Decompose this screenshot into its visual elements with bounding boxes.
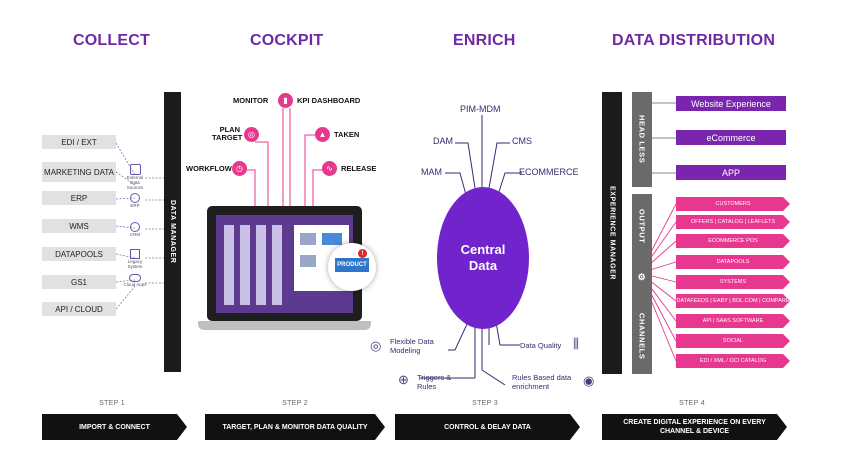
target-icon: ◎: [244, 127, 259, 142]
label-triggers: Triggers & Rules: [417, 373, 452, 391]
label-taken: TAKEN: [334, 130, 360, 139]
heading-enrich: ENRICH: [453, 32, 516, 49]
source-datapools: DATAPOOLS: [42, 247, 116, 261]
step-3-arrow: CONTROL & DELAY DATA: [395, 414, 580, 440]
label-rules-based: Rules Based data enrichment: [512, 373, 572, 391]
icon-caption: Legacy System: [127, 259, 143, 269]
head-less-label: HEAD LESS: [637, 115, 647, 164]
channel-offers: OFFERS | CATALOG | LEAFLETS: [676, 215, 790, 229]
step-1-arrow: IMPORT & CONNECT: [42, 414, 187, 440]
icon-crm: CRM: [122, 222, 148, 237]
label-mam: MAM: [421, 167, 442, 177]
step-3-label: STEP 3: [472, 400, 498, 407]
label-plan-target: PLAN TARGET: [212, 125, 243, 142]
icon-erp: ERP: [122, 193, 148, 208]
label-ecommerce: ECOMMERCE: [519, 167, 579, 177]
label-cms: CMS: [512, 136, 532, 146]
source-erp: ERP: [42, 191, 116, 205]
clock-icon: ◷: [232, 161, 247, 176]
gear-icon: [130, 193, 140, 203]
icon-caption: CRM: [129, 232, 141, 237]
central-data-label: Central Data: [460, 242, 506, 273]
server-icon: [130, 249, 140, 259]
folder-icon: [300, 233, 316, 245]
source-edi: EDI / EXT: [42, 135, 116, 149]
label-release: RELEASE: [341, 164, 377, 173]
candlestick-icon: ⫼: [573, 336, 579, 351]
headless-website: Website Experience: [676, 96, 786, 111]
network-icon: [130, 222, 140, 232]
icon-external-sources: External Data Sources: [122, 164, 148, 190]
icon-legacy: Legacy System: [122, 249, 148, 269]
layers-icon: ◎: [370, 338, 382, 353]
label-workflow: WORKFLOW: [186, 164, 232, 173]
icon-cloud-apps: Cloud Apps: [119, 274, 151, 287]
output-label: OUTPUT: [637, 208, 647, 244]
step-2-label: STEP 2: [282, 400, 308, 407]
channel-social: SOCIAL: [676, 334, 790, 348]
laptop-base: [198, 321, 371, 330]
head-less-bar: HEAD LESS: [632, 92, 652, 187]
bar-chart-icon: ▮: [278, 93, 293, 108]
source-gs1: GS1: [42, 275, 116, 289]
icon-caption: External Data Sources: [126, 175, 144, 190]
channel-datafeeds: DATAFEEDS | EABY | BOL.COM | COMPARE: [676, 294, 790, 308]
eye-icon: ◉: [583, 373, 595, 388]
headless-ecommerce: eCommerce: [676, 130, 786, 145]
icon-caption: ERP: [130, 203, 140, 208]
folder-icon: [300, 255, 316, 267]
heading-distribution: DATA DISTRIBUTION: [612, 32, 776, 49]
channel-systems: SYSTEMS: [676, 275, 790, 289]
cloud-icon: [129, 274, 141, 282]
channel-customers: CUSTOMERS: [676, 197, 790, 211]
heading-collect: COLLECT: [73, 32, 150, 49]
alert-badge: !: [358, 249, 367, 258]
step-4-label: STEP 4: [679, 400, 705, 407]
channel-datapools: DATAPOOLS: [676, 255, 790, 269]
label-kpi-dashboard: KPI DASHBOARD: [297, 96, 361, 105]
central-data-circle: Central Data: [437, 187, 529, 329]
channel-api-saas: API | SAAS SOFTWARE: [676, 314, 790, 328]
icon-caption: Cloud Apps: [123, 282, 147, 287]
product-label: PRODUCT: [335, 258, 369, 272]
data-manager-bar: DATA MANAGER: [164, 92, 181, 372]
output-channels-bar: OUTPUT ⚙ CHANNELS: [632, 194, 652, 374]
folder-icon: [322, 233, 342, 245]
heading-cockpit: COCKPIT: [250, 32, 324, 49]
pulse-icon: ∿: [322, 161, 337, 176]
gear-icon: ⚙: [637, 272, 647, 283]
source-wms: WMS: [42, 219, 116, 233]
plus-circle-icon: ⊕: [398, 372, 409, 387]
source-api-cloud: API / CLOUD: [42, 302, 116, 316]
label-monitor: MONITOR: [233, 96, 269, 105]
channel-ecommerce-pos: ECOMMERCE POS: [676, 234, 790, 248]
screen-grid: [224, 225, 288, 305]
label-dam: DAM: [433, 136, 453, 146]
step-1-label: STEP 1: [99, 400, 125, 407]
chart-icon: ▲: [315, 127, 330, 142]
product-tag: PRODUCT !: [328, 243, 376, 291]
channels-label: CHANNELS: [637, 312, 647, 360]
headless-app: APP: [676, 165, 786, 180]
data-manager-label: DATA MANAGER: [169, 200, 176, 264]
experience-manager-label: EXPERIENCE MANAGER: [608, 185, 616, 281]
label-pim-mdm: PIM-MDM: [460, 104, 501, 114]
step-2-arrow: TARGET, PLAN & MONITOR DATA QUALITY: [205, 414, 385, 440]
label-flexible: Flexible Data Modeling: [390, 337, 434, 355]
channel-edi-xml: EDI / XML / OCI CATALOG: [676, 354, 790, 368]
step-4-arrow: CREATE DIGITAL EXPERIENCE ON EVERY CHANN…: [602, 414, 787, 440]
experience-manager-bar: EXPERIENCE MANAGER: [602, 92, 622, 374]
cube-icon: [129, 164, 141, 175]
label-data-quality: Data Quality: [520, 341, 562, 350]
source-marketing: MARKETING DATA: [42, 162, 116, 182]
